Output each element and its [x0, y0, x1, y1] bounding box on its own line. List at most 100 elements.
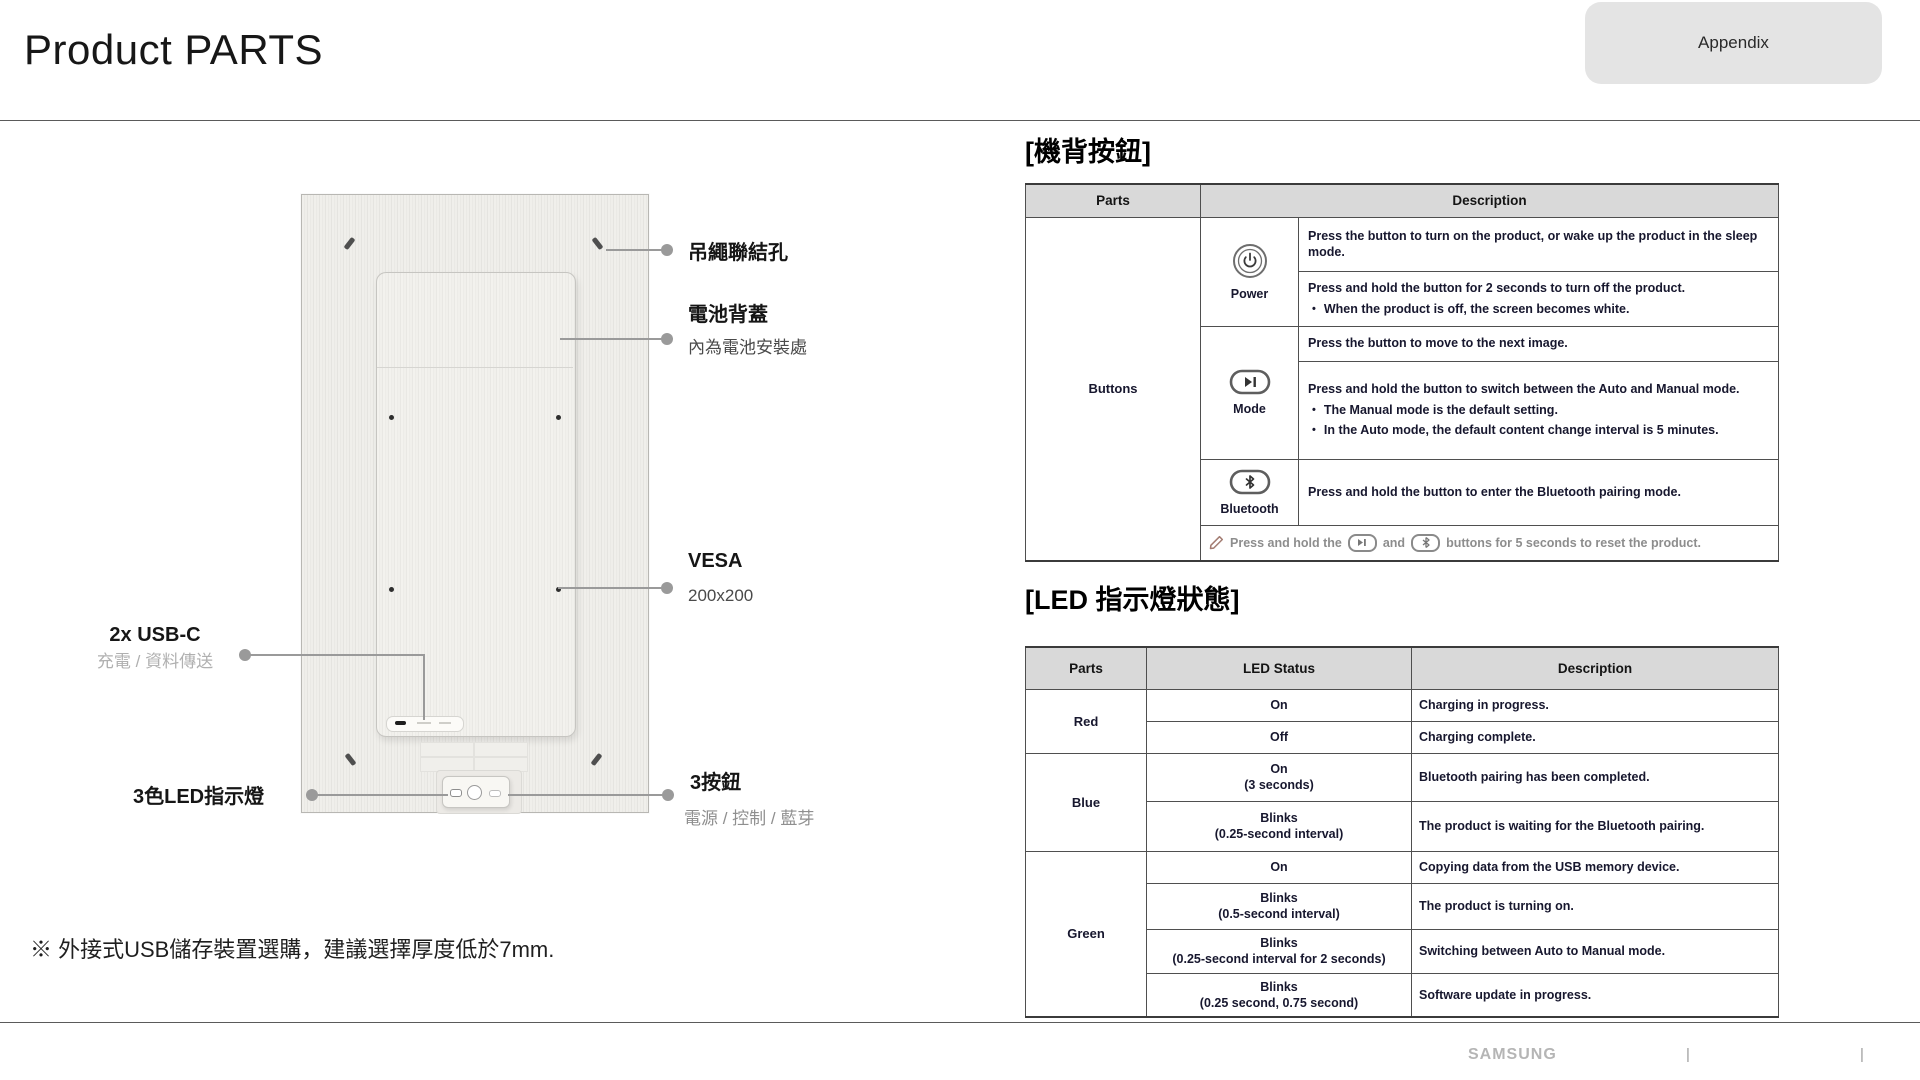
led-desc-cell: Bluetooth pairing has been completed.	[1411, 752, 1779, 802]
mode-desc-2: Press and hold the button to switch betw…	[1297, 360, 1780, 460]
callout-usb-sub: 充電 / 資料傳送	[96, 652, 214, 671]
callout-line	[560, 338, 667, 340]
col-header-description: Description	[1199, 183, 1780, 218]
power-desc-2: Press and hold the button for 2 seconds …	[1297, 270, 1780, 327]
table-row: Blinks(0.5-second interval) The product …	[1026, 882, 1779, 930]
appendix-tab-label: Appendix	[1698, 33, 1769, 52]
battery-cover	[376, 272, 576, 737]
callout-led: 3色LED指示燈	[133, 786, 265, 808]
next-image-icon	[1347, 533, 1377, 552]
reset-note-cell: Press and hold the and buttons for 5 sec…	[1199, 524, 1780, 562]
callout-vesa-sub: 200x200	[688, 586, 754, 605]
led-status-table: Parts LED Status Description Red On Char…	[1025, 646, 1779, 1018]
vesa-hole	[389, 415, 394, 420]
page-title: Product PARTS	[24, 26, 324, 73]
pencil-icon	[1209, 536, 1224, 550]
usb-storage-note: ※ 外接式USB儲存裝置選購，建議選擇厚度低於7mm.	[30, 937, 555, 962]
callout-dot	[661, 333, 673, 345]
table-row: Blinks(0.25-second interval for 2 second…	[1026, 928, 1779, 974]
led-desc-cell: The product is turning on.	[1411, 882, 1779, 930]
callout-dot	[662, 789, 674, 801]
table-row: Bluetooth Press and hold the button to e…	[1026, 458, 1780, 526]
table-note-row: Press and hold the and buttons for 5 sec…	[1026, 524, 1780, 562]
vesa-hole	[389, 587, 394, 592]
table-row: Blinks(0.25-second interval) The product…	[1026, 800, 1779, 852]
mode-desc-1: Press the button to move to the next ima…	[1297, 325, 1780, 362]
callout-line	[312, 794, 448, 796]
power-button-label: Power	[1230, 287, 1269, 301]
led-status-cell: Blinks(0.5-second interval)	[1146, 882, 1412, 930]
mode-button-cell: Mode	[1200, 325, 1299, 460]
header-divider	[0, 120, 1920, 121]
led-status-cell: Off	[1146, 720, 1412, 754]
callout-dot	[661, 244, 673, 256]
bluetooth-icon	[1411, 533, 1441, 552]
led-desc-cell: Copying data from the USB memory device.	[1411, 850, 1779, 884]
callout-usb: 2x USB-C 充電 / 資料傳送	[75, 624, 235, 672]
led-status-cell: On	[1146, 850, 1412, 884]
callout-line	[508, 794, 668, 796]
table-row: Green On Copying data from the USB memor…	[1025, 850, 1779, 1018]
led-desc-cell: Charging in progress.	[1411, 688, 1779, 722]
callout-line	[245, 654, 425, 656]
table-row: Red On Charging in progress.	[1025, 688, 1779, 754]
footer-separator: |	[1860, 1046, 1864, 1063]
bluetooth-button	[489, 790, 501, 797]
led-status-cell: Blinks(0.25-second interval)	[1146, 800, 1412, 852]
power-desc-1: Press the button to turn on the product,…	[1297, 216, 1780, 272]
appendix-tab[interactable]: Appendix	[1585, 2, 1882, 84]
led-status-cell: On	[1146, 688, 1412, 722]
callout-battery-cover-sub: 內為電池安裝處	[688, 338, 807, 357]
power-button-cell: Power	[1200, 216, 1299, 327]
back-buttons-table: Parts Description Buttons Power Press th…	[1025, 183, 1780, 562]
callout-line	[423, 654, 425, 720]
next-image-icon	[1229, 369, 1270, 395]
table-row: Off Charging complete.	[1026, 720, 1779, 754]
callout-dot	[239, 649, 251, 661]
vesa-hole	[556, 587, 561, 592]
port-marking	[417, 722, 431, 724]
port-marking	[439, 722, 451, 724]
table-header-row: Parts Description	[1025, 183, 1780, 218]
led-blue-cell: Blue	[1025, 752, 1147, 852]
led-desc-cell: Switching between Auto to Manual mode.	[1411, 928, 1779, 974]
led-desc-cell: Software update in progress.	[1411, 972, 1779, 1018]
led-desc-cell: The product is waiting for the Bluetooth…	[1411, 800, 1779, 852]
table-header-row: Parts LED Status Description	[1025, 646, 1779, 690]
callout-line	[558, 587, 667, 589]
callout-hang-hole: 吊繩聯結孔	[688, 242, 788, 264]
led-desc-cell: Charging complete.	[1411, 720, 1779, 754]
led-red-cell: Red	[1025, 688, 1147, 754]
vesa-hole	[556, 415, 561, 420]
power-button	[450, 789, 462, 797]
led-green-cell: Green	[1025, 850, 1147, 1018]
battery-cover-seam	[377, 367, 573, 368]
callout-dot	[306, 789, 318, 801]
table-row: Mode Press the button to move to the nex…	[1026, 325, 1780, 460]
col-header-description: Description	[1411, 646, 1779, 690]
footer-separator: |	[1686, 1046, 1690, 1063]
table-row: Blue On(3 seconds) Bluetooth pairing has…	[1025, 752, 1779, 852]
led-status-cell: On(3 seconds)	[1146, 752, 1412, 802]
power-icon	[1232, 244, 1267, 278]
usb-c-ports	[386, 716, 464, 732]
mode-button-label: Mode	[1233, 402, 1266, 416]
samsung-logo: SAMSUNG	[1468, 1046, 1557, 1063]
col-header-parts: Parts	[1025, 183, 1201, 218]
col-header-parts: Parts	[1025, 646, 1147, 690]
back-buttons-section-title: [機背按鈕]	[1025, 137, 1151, 167]
led-status-section-title: [LED 指示燈狀態]	[1025, 585, 1240, 615]
regulatory-labels	[420, 742, 528, 772]
led-status-cell: Blinks(0.25-second interval for 2 second…	[1146, 928, 1412, 974]
led-status-cell: Blinks(0.25 second, 0.75 second)	[1146, 972, 1412, 1018]
bluetooth-button-cell: Bluetooth	[1200, 458, 1299, 526]
col-header-led-status: LED Status	[1146, 646, 1412, 690]
callout-buttons-sub: 電源 / 控制 / 藍芽	[684, 809, 815, 828]
callout-vesa-title: VESA	[688, 550, 743, 572]
usb-c-port-icon	[395, 721, 406, 725]
callout-usb-title: 2x USB-C	[109, 624, 201, 646]
mode-button	[467, 785, 482, 800]
bluetooth-desc: Press and hold the button to enter the B…	[1297, 458, 1780, 526]
footer-divider	[0, 1022, 1920, 1023]
